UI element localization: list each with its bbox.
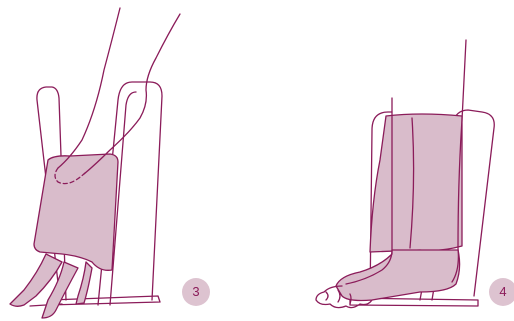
step-3-base xyxy=(48,296,160,305)
step-4-illustration xyxy=(316,40,494,308)
step-3-leg-back xyxy=(58,8,120,168)
step-3-illustration xyxy=(10,8,180,318)
step-4-sock-leg xyxy=(370,114,462,252)
step-number-badge: 4 xyxy=(489,278,514,306)
step-4-sock-foot xyxy=(336,250,460,301)
step-number-badge: 3 xyxy=(182,278,210,306)
step-3-sock xyxy=(34,154,118,270)
